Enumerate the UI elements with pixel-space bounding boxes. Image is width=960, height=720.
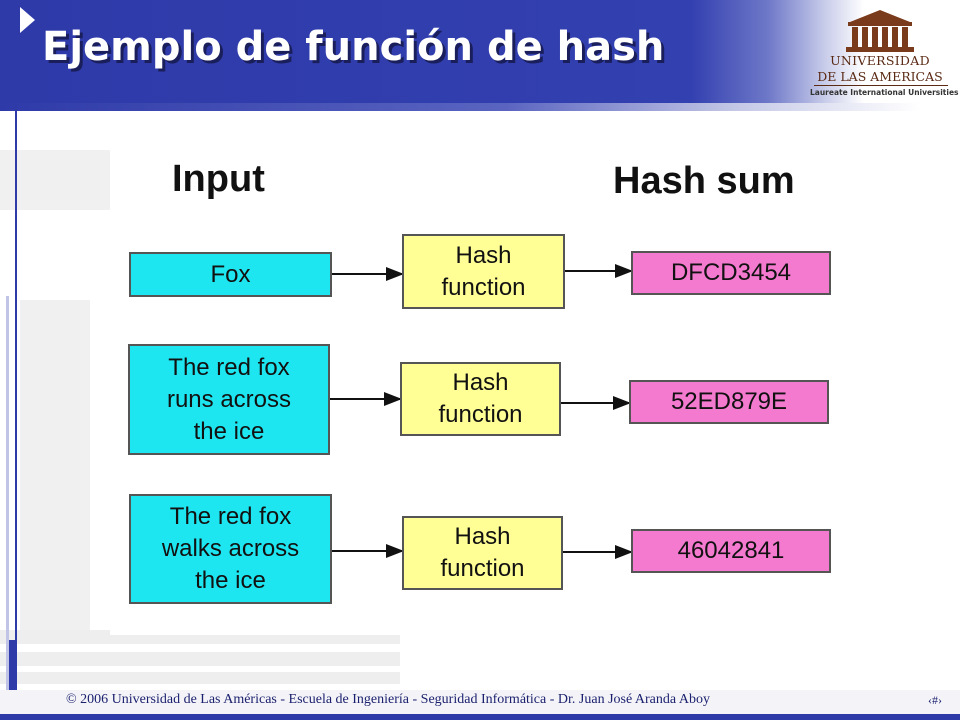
arrow-icon	[332, 267, 404, 281]
hash-diagram: Input Hash sum Fox Hash function DFCD345…	[110, 130, 848, 635]
slide-title: Ejemplo de función de hash	[42, 24, 665, 70]
footer-text: © 2006 Universidad de Las Américas - Esc…	[66, 692, 710, 707]
hash-function-box: Hash function	[402, 234, 565, 309]
left-secondary-rule	[6, 296, 9, 690]
hash-output-box: 52ED879E	[629, 380, 829, 424]
building-icon	[846, 10, 914, 52]
input-box: Fox	[129, 252, 332, 297]
header-band	[0, 0, 960, 103]
bullet-triangle-icon	[20, 7, 35, 33]
left-accent-bar	[9, 640, 17, 690]
left-vertical-rule	[15, 0, 17, 690]
logo-line-1: UNIVERSIDAD	[830, 53, 930, 68]
input-box: The red fox runs across the ice	[128, 344, 330, 455]
header-rule	[0, 103, 920, 111]
footer-rule	[0, 714, 960, 720]
arrow-icon	[565, 264, 633, 278]
logo-line-3: Laureate International Universities	[810, 88, 959, 97]
input-box: The red fox walks across the ice	[129, 494, 332, 604]
arrow-icon	[563, 545, 633, 559]
input-heading: Input	[172, 158, 265, 200]
output-heading: Hash sum	[613, 160, 795, 202]
arrow-icon	[561, 396, 631, 410]
hash-function-box: Hash function	[400, 362, 561, 436]
logo-rule	[814, 85, 948, 86]
arrow-icon	[332, 544, 404, 558]
footer-band	[0, 690, 960, 714]
page-number: ‹#›	[928, 693, 942, 707]
hash-output-box: DFCD3454	[631, 251, 831, 295]
hash-function-box: Hash function	[402, 516, 563, 590]
university-logo: UNIVERSIDAD DE LAS AMERICAS Laureate Int…	[810, 8, 959, 100]
hash-output-box: 46042841	[631, 529, 831, 573]
arrow-icon	[330, 392, 402, 406]
logo-line-2: DE LAS AMERICAS	[817, 69, 943, 84]
